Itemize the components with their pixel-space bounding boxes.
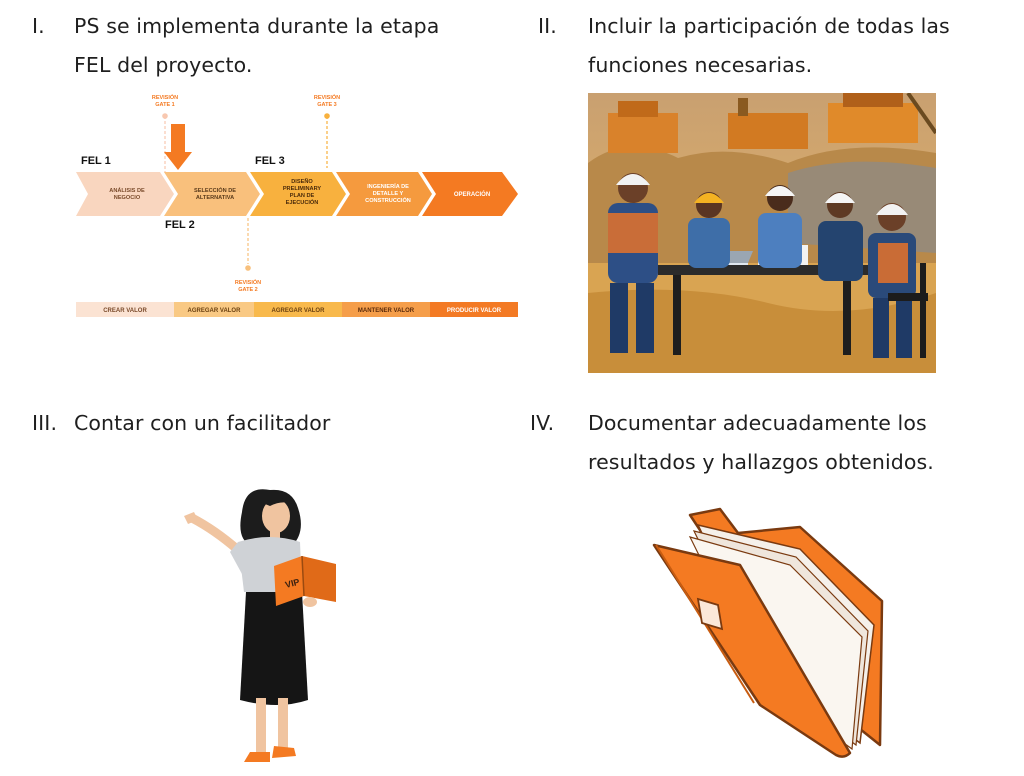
value-label-1: CREAR VALOR — [103, 308, 147, 314]
item-1-line-2: FEL del proyecto. — [74, 53, 253, 77]
gate2-line2: GATE 2 — [238, 287, 257, 293]
facilitator-woman-icon: VIP — [184, 489, 336, 762]
stage-4-line1: INGENIERÍA DE — [367, 182, 409, 190]
item-2-line-2: funciones necesarias. — [588, 53, 813, 77]
item-2: II. Incluir la participación de todas la… — [538, 8, 1008, 88]
vip-badge-text: VIP — [284, 577, 301, 590]
team-meeting-illustration — [588, 93, 936, 373]
item-4-line-1: Documentar adecuadamente los — [588, 411, 927, 435]
stage-2-line1: SELECCIÓN DE — [194, 186, 236, 194]
item-4-line-2: resultados y hallazgos obtenidos. — [588, 450, 934, 474]
facilitator-illustration: VIP — [170, 480, 350, 772]
item-1-line-1: PS se implementa durante la etapa — [74, 14, 440, 38]
stage-5-line1: OPERACIÓN — [454, 190, 490, 198]
gate2-line1: REVISIÓN — [235, 278, 261, 286]
fel2-label: FEL 2 — [165, 219, 195, 231]
item-4: IV. Documentar adecuadamente los resulta… — [530, 405, 1010, 485]
value-band-2 — [174, 302, 254, 317]
fel-diagram-svg: REVISIÓN GATE 1 REVISIÓN GATE 3 FEL 1 FE… — [76, 93, 518, 317]
gate3-line2: GATE 3 — [317, 102, 336, 108]
gate3-line1: REVISIÓN — [314, 93, 340, 101]
stage-chevron-3 — [250, 172, 346, 216]
stage-1-line2: NEGOCIO — [114, 195, 141, 201]
folder-illustration — [650, 505, 900, 763]
stage-3-line3: PLAN DE — [290, 193, 315, 199]
fel3-label: FEL 3 — [255, 155, 285, 167]
item-3-number: III. — [32, 411, 58, 435]
item-2-number: II. — [538, 14, 557, 38]
value-label-5: PRODUCIR VALOR — [447, 308, 502, 314]
value-band-1 — [76, 302, 174, 317]
stage-3-line1: DISEÑO — [291, 178, 313, 185]
stage-chevron-2 — [164, 172, 260, 216]
item-1-number: I. — [32, 14, 45, 38]
value-band-3 — [254, 302, 342, 317]
value-label-2: AGREGAR VALOR — [188, 308, 242, 314]
stage-3-line2: PRELIMINARY — [283, 186, 322, 192]
stage-3-line4: EJECUCIÓN — [286, 198, 319, 206]
stage-chevron-4 — [336, 172, 432, 216]
gate1-line2: GATE 1 — [155, 102, 174, 108]
stage-4-line2: DETALLE Y — [373, 191, 404, 197]
value-band-5 — [430, 302, 518, 317]
item-3-line-1: Contar con un facilitador — [74, 411, 331, 435]
stage-1-line1: ANÁLISIS DE — [109, 187, 145, 194]
folder-icon — [652, 507, 884, 758]
item-2-line-1: Incluir la participación de todas las — [588, 14, 950, 38]
gate2-dot — [245, 265, 251, 271]
stage-chevron-1 — [76, 172, 174, 216]
item-4-number: IV. — [530, 411, 555, 435]
stage-chevron-5 — [422, 172, 518, 216]
value-band-4 — [342, 302, 430, 317]
item-1: I. PS se implementa durante la etapa FEL… — [32, 8, 502, 88]
gate1-arrow-icon — [164, 124, 192, 170]
value-label-4: MANTENER VALOR — [358, 308, 415, 314]
stage-2-line2: ALTERNATIVA — [196, 195, 234, 201]
stage-4-line3: CONSTRUCCIÓN — [365, 196, 411, 204]
fel-diagram: REVISIÓN GATE 1 REVISIÓN GATE 3 FEL 1 FE… — [70, 88, 525, 328]
value-label-3: AGREGAR VALOR — [272, 308, 326, 314]
team-meeting-image — [588, 93, 936, 373]
item-3: III. Contar con un facilitador — [32, 405, 502, 445]
gate1-line1: REVISIÓN — [152, 93, 178, 101]
fel1-label: FEL 1 — [81, 155, 111, 167]
